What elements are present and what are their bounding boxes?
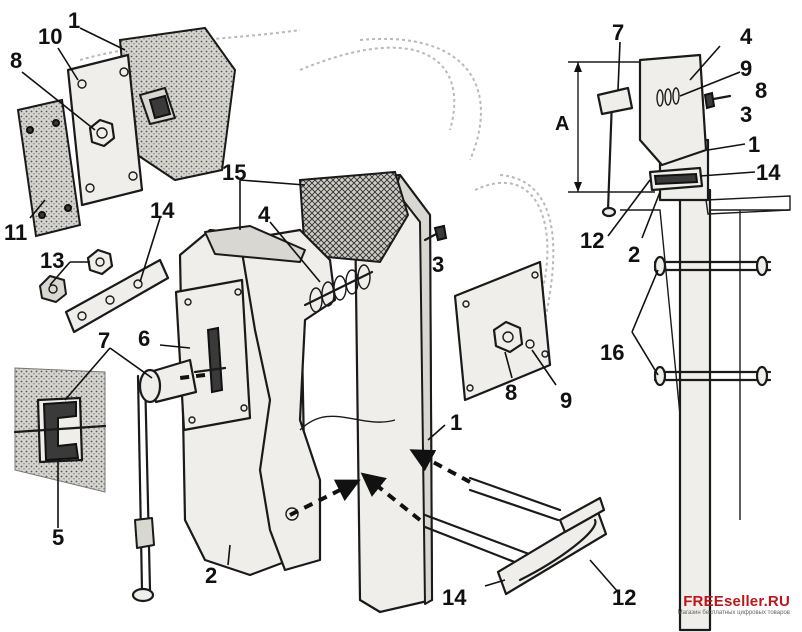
label-14-side: 14	[756, 160, 781, 185]
side-view	[568, 53, 791, 632]
label-3-main: 3	[432, 252, 444, 277]
label-8-side: 8	[755, 78, 767, 103]
label-14-left: 14	[150, 198, 175, 223]
square-plate	[66, 53, 144, 207]
watermark-title: FREEseller.RU	[683, 593, 790, 610]
label-3-side: 3	[740, 102, 752, 127]
part-labels: 1 10 8 11 13 14 15 4 3 6 7 5 2 8 9 1 14 …	[4, 8, 781, 610]
label-9-plate: 9	[560, 388, 572, 413]
label-5: 5	[52, 525, 64, 550]
label-16: 16	[600, 340, 624, 365]
label-A: A	[555, 113, 569, 135]
bar-clamp-plate	[64, 258, 170, 334]
u-bolt-assembly	[423, 476, 608, 596]
label-1-top: 1	[68, 8, 80, 33]
label-7-main: 7	[98, 328, 110, 353]
label-6: 6	[138, 326, 150, 351]
label-15: 15	[222, 160, 246, 185]
side-plate-with-nut	[453, 260, 552, 402]
mounting-plate-main	[174, 278, 252, 432]
label-8-left: 8	[10, 48, 22, 73]
label-4-side: 4	[740, 24, 753, 49]
watermark: FREEseller.RU Магазин бесплатных цифровы…	[678, 593, 790, 616]
label-14-bottom: 14	[442, 585, 467, 610]
label-12-bottom: 12	[612, 585, 636, 610]
label-12-side: 12	[580, 228, 604, 253]
nuts	[39, 248, 114, 303]
label-8-plate: 8	[505, 380, 517, 405]
label-1-side: 1	[748, 132, 760, 157]
screw-spring	[303, 264, 374, 313]
assembly-arrows	[179, 373, 471, 522]
watermark-subtitle: Магазин бесплатных цифровых товаров	[677, 610, 790, 616]
label-10: 10	[38, 24, 62, 49]
clamp-detail-inset	[13, 367, 107, 493]
label-9-side: 9	[740, 56, 752, 81]
label-13: 13	[40, 248, 64, 273]
label-11: 11	[4, 220, 27, 245]
label-2-side: 2	[628, 242, 640, 267]
label-4-main: 4	[258, 202, 271, 227]
background-sketch	[79, 29, 555, 321]
pin-screw-3	[423, 224, 448, 242]
leader-lines	[21, 27, 756, 593]
fixed-jaw-column	[303, 173, 434, 614]
label-1-main: 1	[450, 410, 462, 435]
square-nut-plate	[16, 98, 82, 238]
label-7-side: 7	[612, 20, 624, 45]
label-2-main: 2	[205, 563, 217, 588]
screw-lever	[131, 358, 227, 603]
